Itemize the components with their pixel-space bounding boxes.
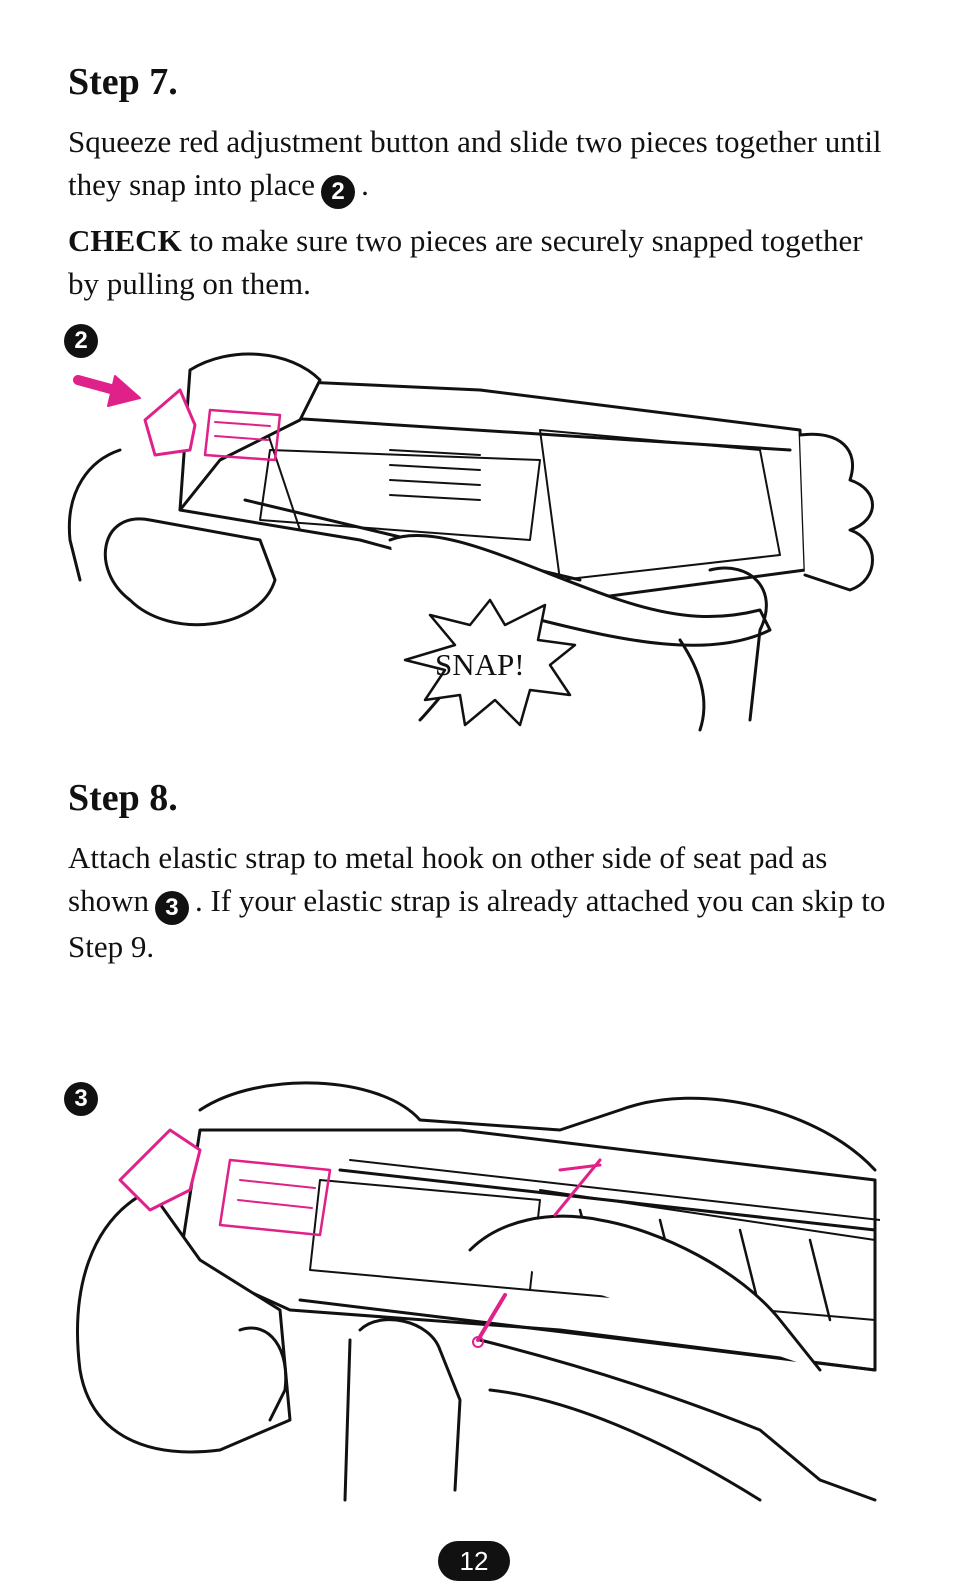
step7-check-note: CHECK to make sure two pieces are secure… [68, 219, 888, 305]
step7-heading: Step 7. [68, 61, 178, 103]
step7-figure-ref-badge: 2 [321, 174, 356, 209]
elastic-strap-illustration [76, 1081, 880, 1502]
step8-instruction-text1: Attach elastic strap to metal hook on ot… [68, 840, 828, 918]
check-text: to make sure two pieces are securely sna… [68, 223, 863, 301]
step8-heading: Step 8. [68, 777, 178, 819]
check-label: CHECK [68, 223, 182, 258]
figure3-badge: 3 [64, 1082, 98, 1116]
step7-instruction-text: Squeeze red adjustment button and slide … [68, 124, 882, 202]
page-number-badge: 12 [438, 1541, 510, 1581]
step8-instruction: Attach elastic strap to metal hook on ot… [68, 836, 888, 968]
snap-label: SNAP! [435, 647, 525, 682]
step7-instruction-end: . [361, 167, 369, 202]
seat-snap-illustration: SNAP! [67, 352, 874, 732]
step8-figure-ref-badge: 3 [154, 890, 189, 925]
step8-instruction-text2: . If your elastic strap is already attac… [68, 883, 886, 964]
figure2-badge: 2 [64, 324, 98, 358]
step7-instruction: Squeeze red adjustment button and slide … [68, 120, 888, 209]
